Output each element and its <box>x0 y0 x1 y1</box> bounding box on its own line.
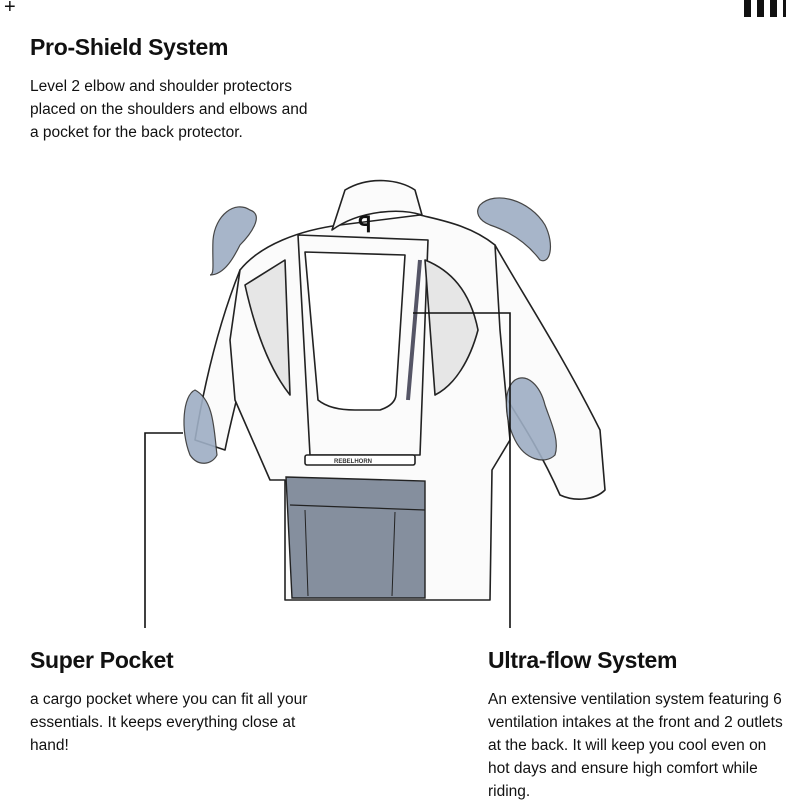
svg-text:REBELHORN: REBELHORN <box>334 459 372 465</box>
ultra-flow-text: An extensive ventilation system featurin… <box>488 691 783 800</box>
bars-icon <box>744 0 786 17</box>
elbow-protector-right <box>505 377 557 461</box>
pro-shield-text: Level 2 elbow and shoulder protectors pl… <box>30 78 308 141</box>
right-sleeve <box>494 244 606 500</box>
super-pocket-callout-line <box>144 432 183 628</box>
super-pocket-title: Super Pocket <box>30 647 174 673</box>
collar <box>331 179 423 231</box>
plus-icon: + <box>4 0 16 18</box>
super-pocket-text: a cargo pocket where you can fit all you… <box>30 691 308 754</box>
ultra-flow-title: Ultra-flow System <box>488 647 678 673</box>
ultra-flow-callout-line <box>413 312 511 628</box>
shoulder-protector-right <box>477 197 552 262</box>
shoulder-protector-left <box>209 206 257 276</box>
cargo-pocket <box>285 476 426 599</box>
pro-shield-title: Pro-Shield System <box>30 34 229 60</box>
brand-logo-icon: ꟼ <box>358 212 371 237</box>
elbow-protector-left <box>183 389 218 464</box>
